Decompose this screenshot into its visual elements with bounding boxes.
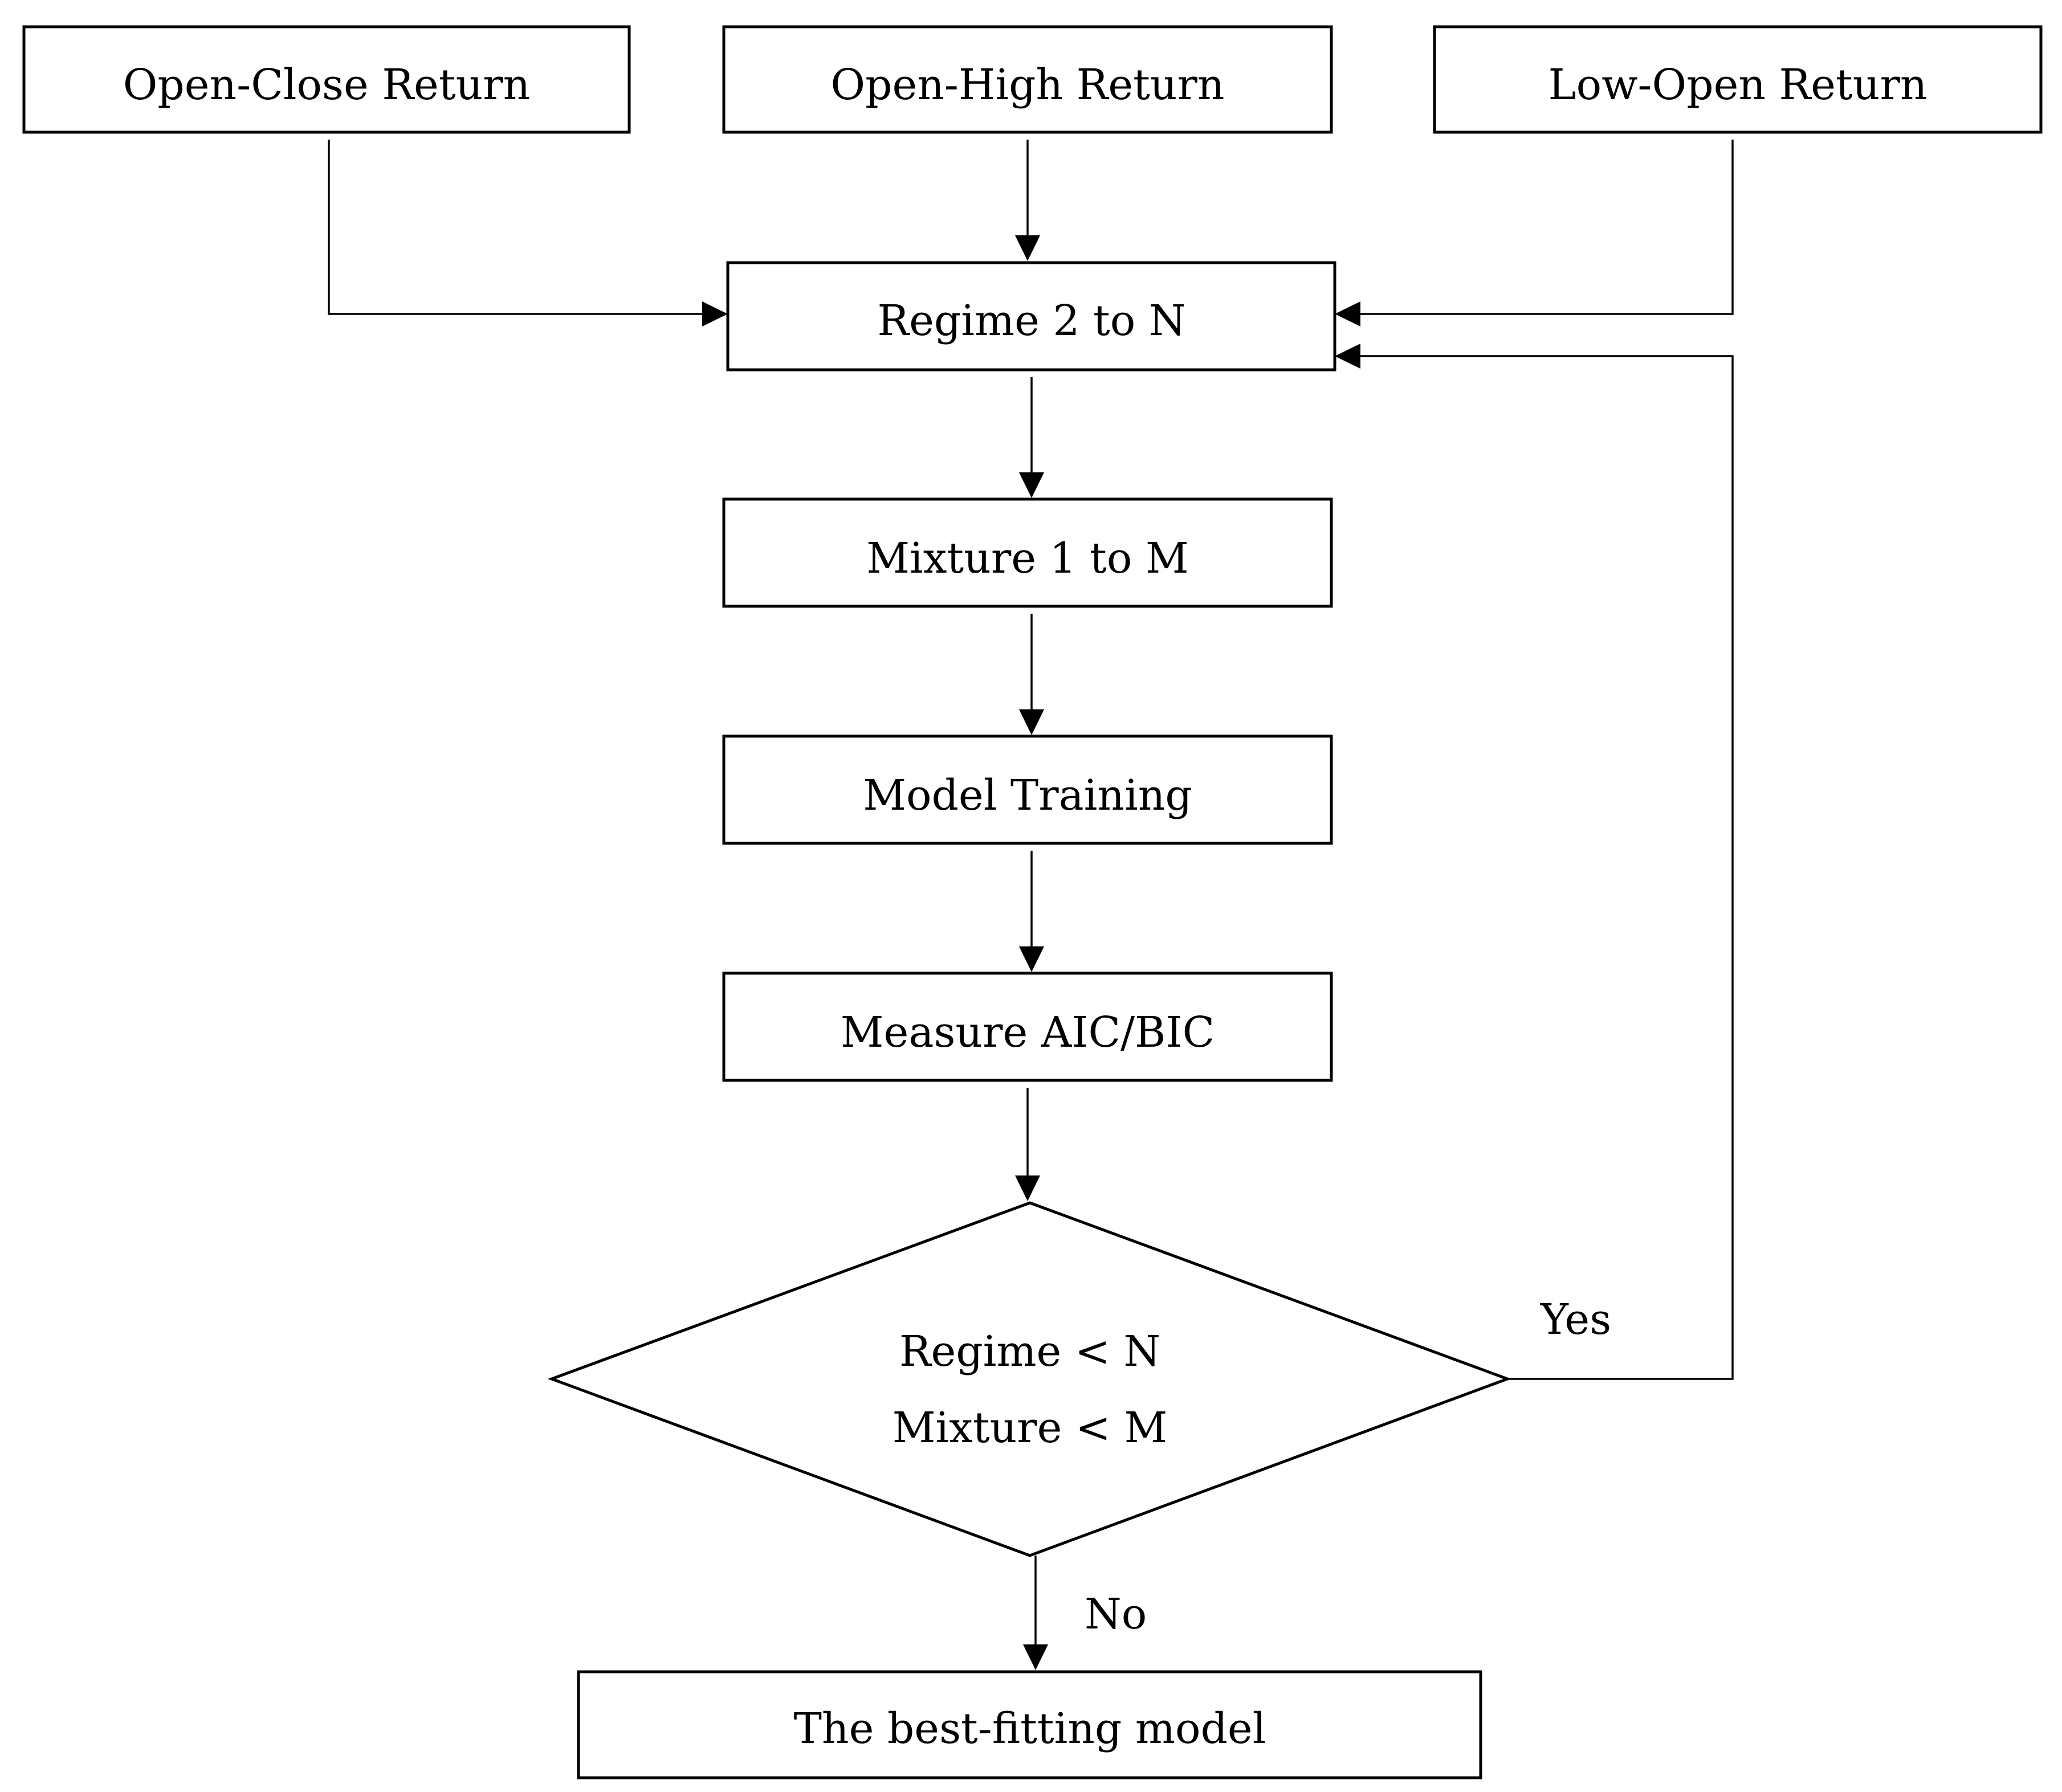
arrowhead-down [1019, 709, 1044, 735]
node-regime: Regime 2 to N [726, 261, 1336, 372]
edge-open-close-to-regime [328, 140, 728, 326]
edge-regime-to-mixture [1019, 377, 1044, 498]
arrowhead-down [1023, 1644, 1048, 1670]
node-model-training: Model Training [722, 734, 1333, 845]
node-open-close-return: Open-Close Return [22, 25, 631, 134]
node-decision-line1: Regime < N [899, 1327, 1160, 1376]
arrowhead-down [1015, 1175, 1040, 1201]
arrowhead-left [1335, 344, 1360, 369]
node-best-fitting-model-label: The best-fitting model [794, 1704, 1266, 1753]
edge-open-high-to-regime [1015, 140, 1040, 261]
arrowhead-right [702, 301, 728, 326]
node-decision: Regime < N Mixture < M [547, 1201, 1512, 1557]
node-model-training-label: Model Training [863, 771, 1192, 820]
edge-mixture-to-training [1019, 614, 1044, 735]
edge-no-label: No [1085, 1590, 1147, 1639]
node-regime-label: Regime 2 to N [877, 296, 1185, 345]
node-measure-aic-bic: Measure AIC/BIC [722, 971, 1333, 1082]
arrowhead-down [1015, 235, 1040, 261]
edge-decision-yes-to-regime: Yes [1335, 344, 1734, 1380]
node-open-high-return: Open-High Return [722, 25, 1333, 134]
node-open-high-return-label: Open-High Return [830, 60, 1224, 109]
arrowhead-down [1019, 472, 1044, 498]
edge-measure-to-decision [1015, 1088, 1040, 1201]
arrowhead-down [1019, 946, 1044, 972]
arrowhead-left [1335, 301, 1360, 326]
edge-yes-label: Yes [1540, 1295, 1611, 1344]
node-mixture-label: Mixture 1 to M [866, 534, 1188, 583]
node-low-open-return: Low-Open Return [1433, 25, 2043, 134]
edge-low-open-to-regime [1335, 140, 1734, 326]
node-low-open-return-label: Low-Open Return [1548, 60, 1927, 109]
node-mixture: Mixture 1 to M [722, 497, 1333, 608]
node-measure-aic-bic-label: Measure AIC/BIC [841, 1008, 1215, 1057]
node-decision-line2: Mixture < M [893, 1403, 1168, 1452]
edge-decision-no-to-best: No [1023, 1556, 1147, 1670]
edge-training-to-measure [1019, 851, 1044, 972]
node-open-close-return-label: Open-Close Return [123, 60, 531, 109]
node-best-fitting-model: The best-fitting model [577, 1670, 1482, 1779]
